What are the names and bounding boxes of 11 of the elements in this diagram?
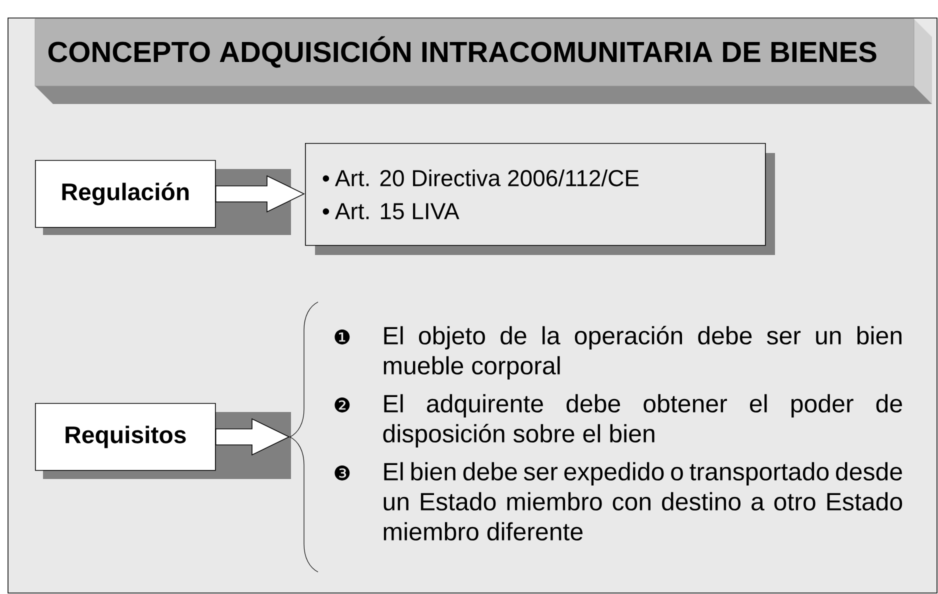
node-label: El adquirente debe obtener el poder de disposición sobre el bien — [383, 394, 902, 448]
label-box: Requisitos — [35, 403, 291, 479]
node-label: ❸ — [334, 466, 350, 480]
numbered-list: ❶ El objeto de la operación debe ser un bien mueble corporal ❷ El adquirente debe obtener el poder de disposición sobre el bien ❸ El bien debe ser expedido o transportado desde un Estado miembro con destino a otro Estado miembro diferente — [334, 326, 902, 541]
node-label: ❷ — [334, 398, 350, 412]
title-banner: CONCEPTO ADQUISICIÓN INTRACOMUNITARIA DE BIENES — [34, 18, 932, 104]
node-label: ❶ — [334, 330, 350, 344]
label-box: Regulación — [35, 160, 291, 235]
node-label: El objeto de la operación debe ser un bien mueble corporal — [384, 326, 902, 380]
bullet-list-box: • Art. 20 Directiva 2006/112/CE • Art. 15 LIVA — [305, 143, 775, 255]
node-label: El bien debe ser expedido o transportado desde un Estado miembro con destino a otro Estado miembro diferente — [384, 462, 902, 541]
